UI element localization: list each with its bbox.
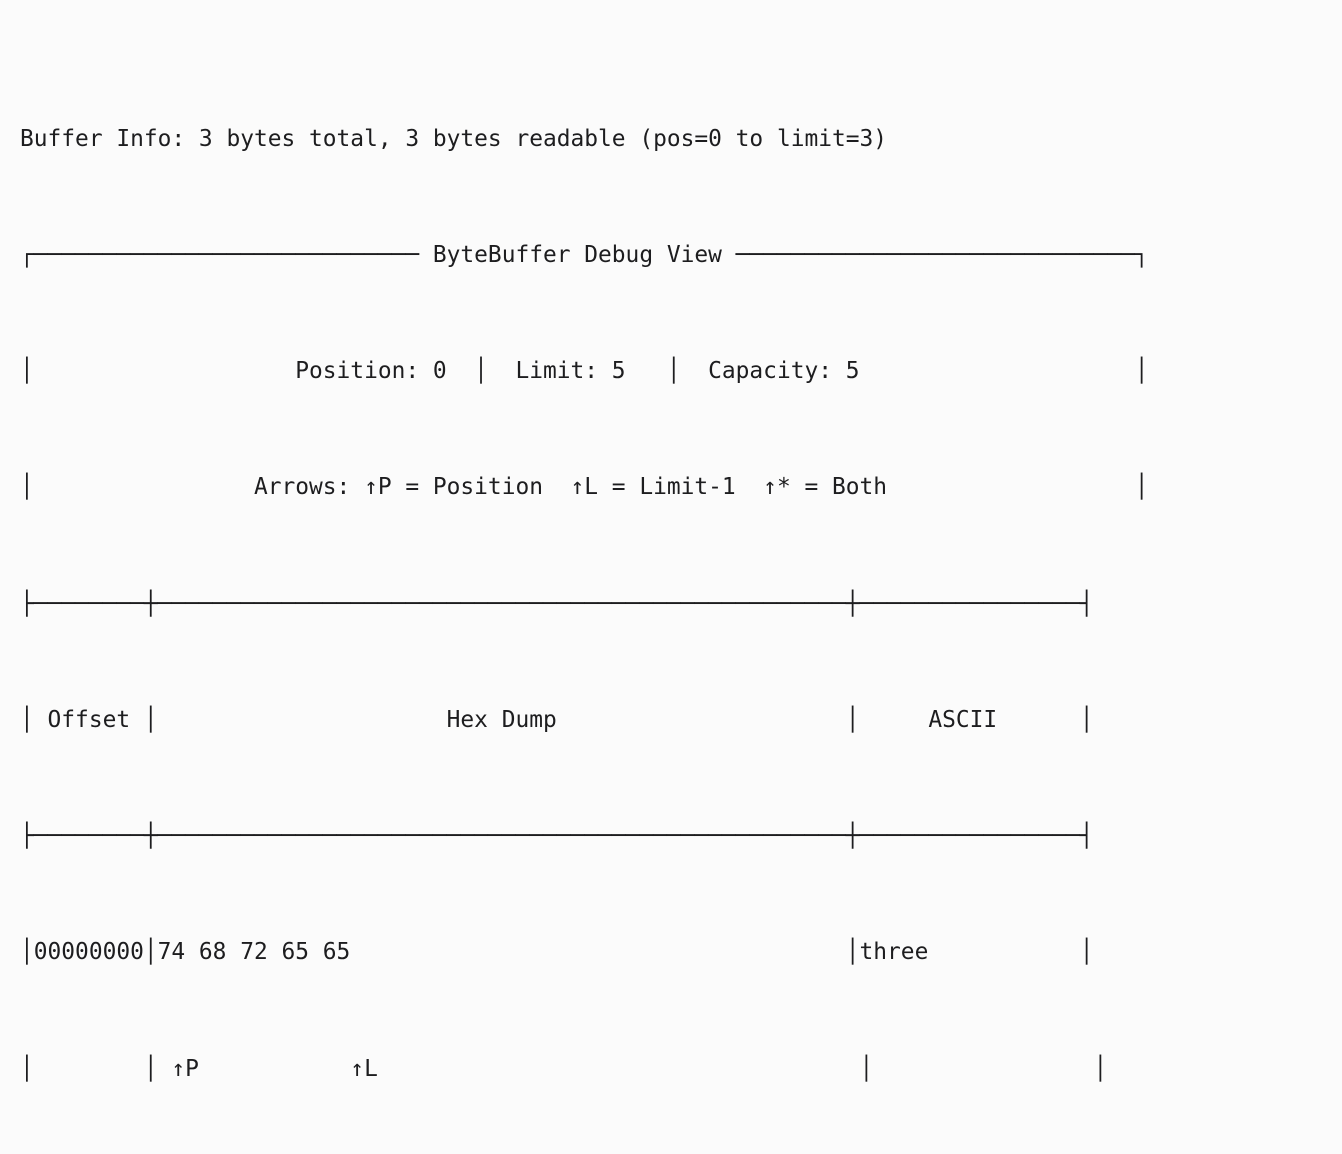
table-data-row-line: │00000000│74 68 72 65 65 │three │: [20, 939, 1094, 966]
position-limit-capacity-line: │ Position: 0 │ Limit: 5 │ Capacity: 5 │: [20, 358, 1149, 384]
buffer-info-before-line: Buffer Info: 3 bytes total, 3 bytes read…: [20, 125, 888, 152]
console-output: Buffer Info: 3 bytes total, 3 bytes read…: [20, 42, 1149, 1154]
arrows-legend-line: │ Arrows: ↑P = Position ↑L = Limit-1 ↑* …: [20, 474, 1149, 501]
table-border-mid-line: ├────────┼──────────────────────────────…: [20, 823, 1094, 849]
table-border-top-line: ├────────┼──────────────────────────────…: [20, 590, 1094, 617]
table-header-line: │ Offset │ Hex Dump │ ASCII │: [20, 706, 1094, 733]
table-arrow-markers-line: │ │ ↑P ↑L │ │: [20, 1055, 1108, 1082]
debug-view-title-border-line: ┌──────────────────────────── ByteBuffer…: [20, 241, 1149, 268]
